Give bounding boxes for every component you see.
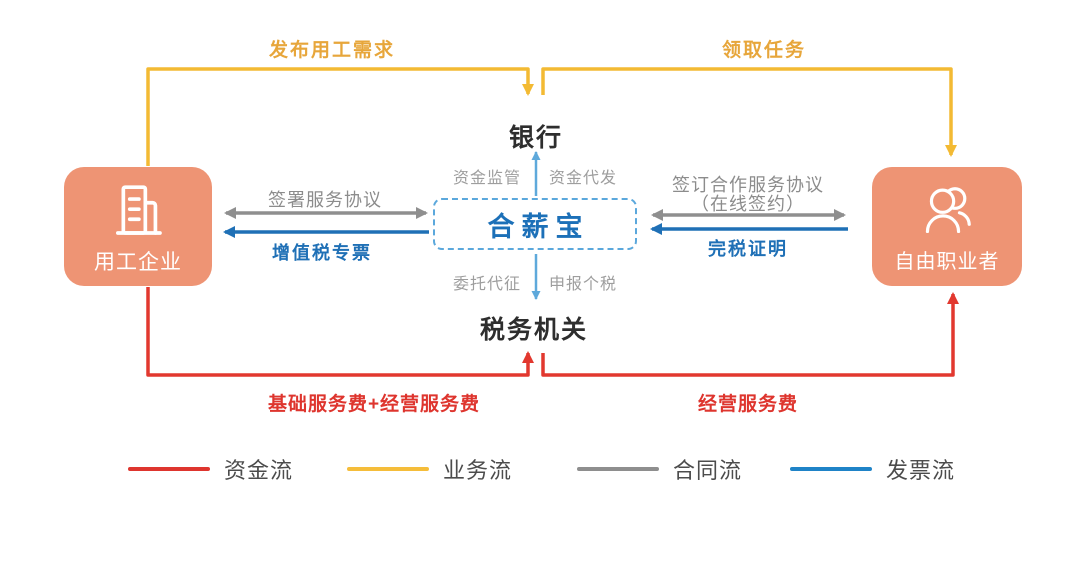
sign-cooperation-agreement-label-line1: 签订合作服务协议 xyxy=(672,175,824,195)
tax-declaration-label: 申报个税 xyxy=(548,276,618,293)
vat-invoice-label: 增值税专票 xyxy=(272,243,372,263)
employer-label: 用工企业 xyxy=(94,250,182,274)
sign-cooperation-agreement-label-line2: （在线签约） xyxy=(691,194,805,214)
flow-base-fee-arrow xyxy=(146,287,534,377)
legend-line-contract-flow xyxy=(577,467,659,471)
entity-employer: 用工企业 xyxy=(64,167,212,286)
base-fee-label: 基础服务费+经营服务费 xyxy=(267,394,481,415)
legend-item-capital-flow: 资金流 xyxy=(128,452,293,486)
tax-authority-label: 税务机关 xyxy=(479,316,589,344)
sign-service-agreement-label: 签署服务协议 xyxy=(268,190,382,210)
legend-item-business-flow: 业务流 xyxy=(347,452,512,486)
legend-label-invoice-flow: 发票流 xyxy=(886,458,956,483)
freelancers-icon xyxy=(925,187,971,234)
flow-publish-demand-arrow xyxy=(146,67,534,166)
flow-operation-fee-arrow xyxy=(541,292,959,377)
freelancer-label: 自由职业者 xyxy=(894,251,1000,273)
fund-supervision-label: 资金监管 xyxy=(452,170,522,187)
platform-label: 合薪宝 xyxy=(487,211,590,242)
entrusted-collection-label: 委托代征 xyxy=(452,276,522,293)
tax-certificate-label: 完税证明 xyxy=(708,239,788,259)
legend-item-contract-flow: 合同流 xyxy=(577,452,742,486)
legend-line-invoice-flow xyxy=(790,467,872,471)
operation-fee-label: 经营服务费 xyxy=(697,394,799,415)
fund-distribution-label: 资金代发 xyxy=(548,170,618,187)
receive-task-label: 领取任务 xyxy=(721,40,807,61)
legend-label-contract-flow: 合同流 xyxy=(673,458,743,483)
legend-line-capital-flow xyxy=(128,467,210,471)
publish-demand-label: 发布用工需求 xyxy=(268,40,396,61)
entity-freelancer: 自由职业者 xyxy=(872,167,1022,286)
bank-label: 银行 xyxy=(508,124,564,152)
flow-receive-task-arrow xyxy=(541,67,957,157)
building-icon xyxy=(116,184,162,235)
legend: 资金流 业务流 合同流 发票流 xyxy=(0,452,1080,496)
legend-label-business-flow: 业务流 xyxy=(443,458,513,483)
legend-item-invoice-flow: 发票流 xyxy=(790,452,955,486)
entity-platform: 合薪宝 xyxy=(433,198,637,250)
legend-label-capital-flow: 资金流 xyxy=(224,458,294,483)
legend-line-business-flow xyxy=(347,467,429,471)
